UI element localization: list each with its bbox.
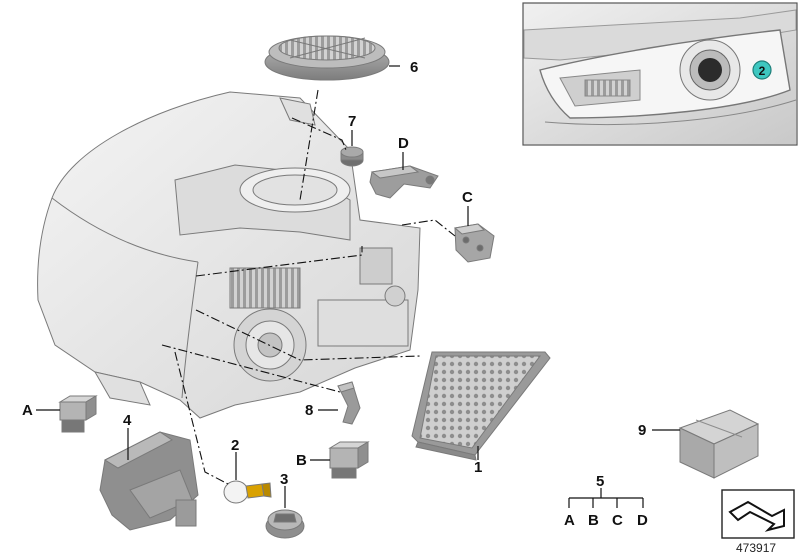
location-inset: 2 <box>522 2 798 146</box>
callout-7: 7 <box>348 113 356 130</box>
bulb-icon <box>223 480 272 504</box>
small-cap <box>340 146 364 167</box>
ballast-control-unit-icon <box>411 351 551 461</box>
nav-arrow-icon[interactable] <box>721 489 795 539</box>
callout-5: 5 <box>596 473 604 490</box>
callout-8: 8 <box>305 402 313 419</box>
cover-cap <box>264 35 390 81</box>
callout-1: 1 <box>474 459 482 476</box>
lower-bracket-4 <box>99 431 199 531</box>
tree-label-c: C <box>612 512 623 529</box>
inset-marker-label: 2 <box>759 64 766 78</box>
callout-9: 9 <box>638 422 646 439</box>
spare-kit-box-icon <box>678 409 760 479</box>
callout-4: 4 <box>123 412 132 429</box>
tree-label-a: A <box>564 512 575 529</box>
callout-d: D <box>398 135 409 152</box>
bracket-d <box>369 165 439 199</box>
callout-a: A <box>22 402 33 419</box>
holder-a <box>58 395 98 433</box>
diagram-id: 473917 <box>736 541 776 555</box>
explosion-lines <box>161 89 456 485</box>
callout-3: 3 <box>280 471 288 488</box>
headlight-housing-icon <box>37 91 421 419</box>
callout-2: 2 <box>231 437 239 454</box>
headlight-housing <box>37 91 421 419</box>
callout-b: B <box>296 452 307 469</box>
leader-lines <box>36 65 680 508</box>
inset-marker <box>752 60 772 80</box>
bulb-socket-3 <box>265 509 305 539</box>
holder-b <box>328 441 370 479</box>
callout-6: 6 <box>410 59 418 76</box>
clip-8 <box>337 381 361 425</box>
callout-labels: 6 7 D C 1 2 3 4 8 A B 9 5 A B C D <box>22 59 648 529</box>
callout-c: C <box>462 189 473 206</box>
tree-label-d: D <box>637 512 648 529</box>
tree-label-b: B <box>588 512 599 529</box>
bracket-c <box>453 223 495 263</box>
